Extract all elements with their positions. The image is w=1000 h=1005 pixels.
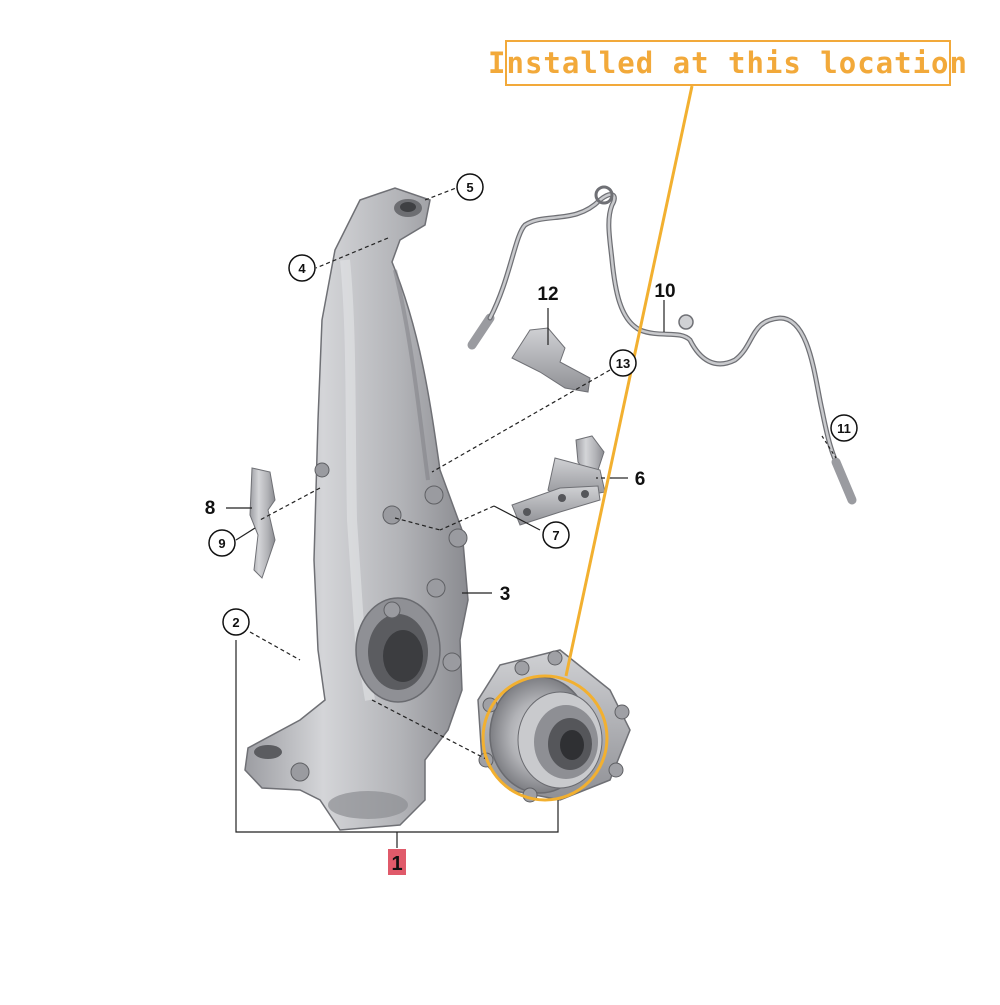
steering-knuckle-icon [244,187,469,831]
part-label-10: 10 [654,281,675,302]
svg-text:13: 13 [616,356,630,371]
part-label-1: 1 [388,849,406,875]
svg-text:7: 7 [552,528,559,543]
holder-12-icon [511,327,591,393]
svg-text:9: 9 [218,536,225,551]
part-label-12: 12 [537,284,558,305]
svg-text:4: 4 [298,261,306,276]
part-label-2: 2 [222,608,250,636]
part-label-11: 11 [830,414,858,442]
svg-text:2: 2 [232,615,239,630]
leader-lines [226,187,837,848]
bracket-8-icon [249,467,276,579]
svg-text:11: 11 [837,421,851,436]
part-label-3: 3 [500,584,511,605]
heat-shield-7-icon [511,485,601,526]
callout-text: Installed at this location [488,46,968,80]
part-label-7: 7 [542,521,570,549]
callout-box: Installed at this location [488,40,967,86]
part-label-13: 13 [609,349,637,377]
part-label-6: 6 [635,469,646,490]
part-label-5: 5 [456,173,484,201]
svg-text:5: 5 [466,180,473,195]
wheel-hub-bearing-icon [477,649,631,803]
part-label-9: 9 [208,529,236,557]
callout-pointer [481,85,694,802]
part-label-8: 8 [205,498,216,519]
part-label-4: 4 [288,254,316,282]
svg-text:1: 1 [391,853,402,875]
